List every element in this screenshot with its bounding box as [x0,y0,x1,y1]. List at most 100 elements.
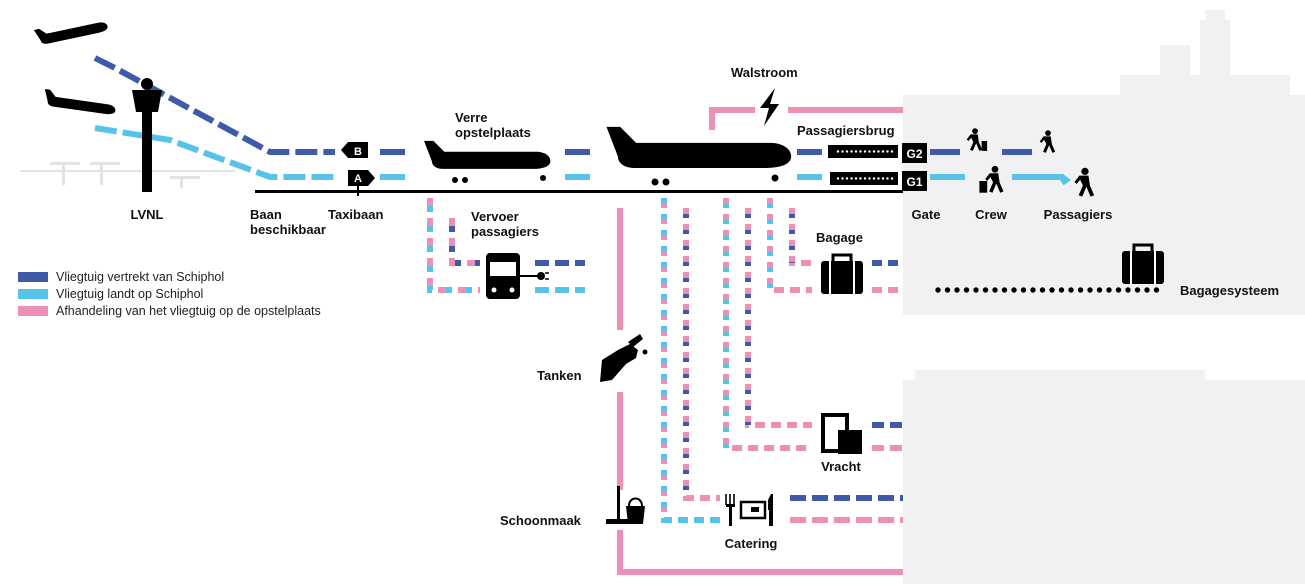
gate-label: Gate [912,207,941,222]
legend-item-departure: Vliegtuig vertrekt van Schiphol [18,268,321,285]
legend-swatch [18,306,48,316]
dot [1097,287,1102,292]
gate-marker-g2: G2 [902,143,927,163]
dot [891,177,893,179]
passenger-bridge-g1 [830,172,898,185]
plane-icon [607,127,792,168]
marker-b-text: B [354,146,362,158]
remote-stand-line2: opstelplaats [455,125,531,140]
passengers-label: Passagiers [1044,207,1113,222]
dot [882,177,884,179]
runway-available-label: Baan beschikbaar [250,207,326,237]
marker-a-text: A [354,173,362,185]
dot [1049,287,1054,292]
dot [864,150,866,152]
catering-label: Catering [725,536,778,551]
dot [1068,287,1073,292]
fuel-pump-icon [600,334,648,382]
dot [868,150,870,152]
legend-swatch [18,272,48,282]
legend: Vliegtuig vertrekt van Schiphol Vliegtui… [18,268,321,319]
legend-label: Vliegtuig landt op Schiphol [56,287,203,301]
shore-power-label: Walstroom [731,65,798,80]
dot [873,177,875,179]
baggage-label: Bagage [816,230,863,245]
passenger-transport-line2: passagiers [471,224,539,239]
taxiway-ground-line [255,190,903,193]
plane-icon [34,15,109,46]
taxiway-label: Taxibaan [328,207,383,222]
dot [1011,287,1016,292]
dot [886,177,888,179]
departure-approach-line [95,58,335,152]
cargo-route [726,198,903,448]
dot [1059,287,1064,292]
refuelling-label: Tanken [537,368,582,383]
dot [1135,287,1140,292]
dot [855,177,857,179]
plane-icon [424,141,550,169]
dot [882,150,884,152]
suitcase-icon [821,255,863,294]
legend-swatch [18,289,48,299]
dot [1125,287,1130,292]
dot [877,150,879,152]
cleaning-label: Schoonmaak [500,513,581,528]
gate-marker-g1: G1 [902,171,927,191]
legend-label: Vliegtuig vertrekt van Schiphol [56,270,224,284]
dot [850,150,852,152]
dot [1116,287,1121,292]
baggage-system-label: Bagagesysteem [1180,283,1279,298]
runway-available-line2: beschikbaar [250,222,326,237]
legend-item-arrival: Vliegtuig landt op Schiphol [18,285,321,302]
mop-bucket-icon [606,486,645,524]
lvnl-label: LVNL [131,207,164,222]
dot [935,287,940,292]
dot [846,177,848,179]
dot [1030,287,1035,292]
runway-lights [20,162,235,188]
dot [973,287,978,292]
dot [855,150,857,152]
dot [841,177,843,179]
dot [1144,287,1149,292]
gate-g2-text: G2 [906,147,922,161]
dot [886,150,888,152]
dot [1078,287,1083,292]
dot [964,287,969,292]
dot [945,287,950,292]
dot [992,287,997,292]
dot [837,177,839,179]
dot [846,150,848,152]
dot [1154,287,1159,292]
dot [877,177,879,179]
dot [864,177,866,179]
dot [1002,287,1007,292]
passenger-transport-line1: Vervoer [471,209,539,224]
dot [850,177,852,179]
legend-label: Afhandeling van het vliegtuig op de opst… [56,304,321,318]
crew-label: Crew [975,207,1007,222]
cargo-label: Vracht [821,459,861,474]
passenger-transport-label: Vervoer passagiers [471,209,539,239]
dot [1021,287,1026,292]
dot [873,150,875,152]
legend-item-handling: Afhandeling van het vliegtuig op de opst… [18,302,321,319]
dot [954,287,959,292]
lightning-icon [760,88,779,126]
dot [859,150,861,152]
catering-route [664,198,903,520]
dot [1106,287,1111,292]
remote-stand-line1: Verre [455,110,531,125]
passenger-bridge-g2 [828,145,898,158]
passenger-bridge-label: Passagiersbrug [797,123,895,138]
dot [1040,287,1045,292]
dot [1087,287,1092,292]
cutlery-tray-icon [726,494,773,526]
taxiway-marker-b: B [341,142,368,158]
gate-g1-text: G1 [906,175,922,189]
dot [859,177,861,179]
dot [868,177,870,179]
dot [891,150,893,152]
cargo-icon [823,415,862,454]
